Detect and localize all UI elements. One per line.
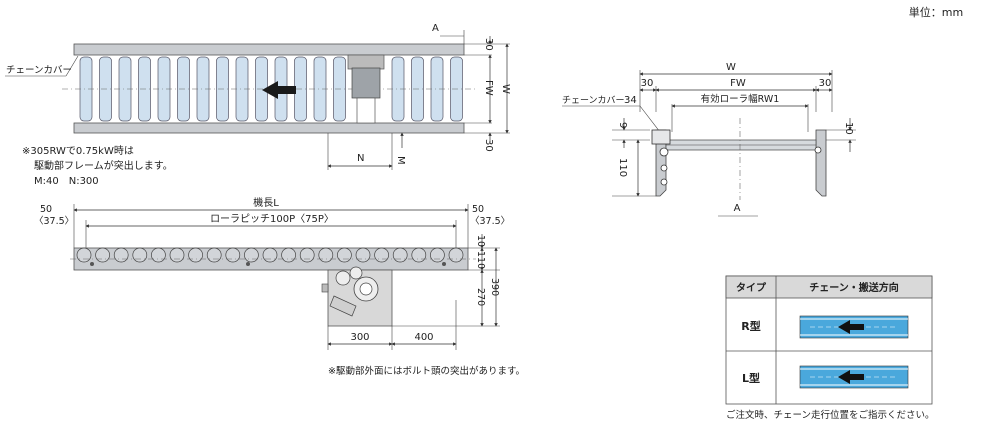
side-roller	[411, 247, 427, 263]
dim-fw: FW	[483, 80, 494, 96]
note-line-3: M:40 N:300	[34, 176, 99, 187]
dim-37-5-left: 〈37.5〉	[34, 216, 74, 227]
side-drive-unit	[321, 266, 393, 327]
section-dim-w: W	[726, 62, 736, 73]
dim-n: N	[357, 153, 364, 164]
dim-37-5-right: 〈37.5〉	[470, 216, 510, 227]
dim-50-right: 50	[472, 204, 484, 215]
side-dim-300: 300	[350, 332, 369, 343]
dim-34: 34	[624, 95, 637, 106]
side-note: ※駆動部外面にはボルト頭の突出があります。	[328, 365, 525, 377]
effective-roller-width-label: 有効ローラ幅RW1	[701, 93, 780, 105]
legend-l-arrow	[838, 370, 864, 384]
side-roller	[113, 247, 129, 263]
side-roller	[299, 247, 315, 263]
section-dim-110: 110	[617, 158, 628, 177]
side-dim-10: 10	[475, 235, 486, 247]
side-roller	[225, 247, 241, 263]
side-bolts	[90, 262, 446, 266]
section-dim-fw: FW	[730, 78, 746, 89]
section-chain-cover-label: チェーンカバー	[562, 95, 625, 106]
pitch-label: ローラピッチ100P〈75P〉	[210, 213, 334, 225]
section-dim-10: 10	[843, 122, 854, 135]
dim-30-bottom: 30	[483, 139, 494, 152]
dim-a-label: A	[432, 23, 439, 34]
side-roller	[169, 247, 185, 263]
side-dim-400: 400	[414, 332, 433, 343]
side-roller	[318, 247, 334, 263]
side-dim-270: 270	[475, 288, 486, 306]
side-roller	[337, 247, 352, 263]
side-roller-group	[76, 247, 464, 263]
legend-row-l-label: L型	[742, 371, 760, 385]
top-frame-rail	[73, 43, 465, 56]
chain-cover-label: チェーンカバー	[6, 65, 72, 76]
side-roller	[392, 247, 408, 263]
dim-w: W	[500, 84, 511, 94]
section-a-label: A	[734, 203, 741, 214]
note-line-2: 駆動部フレームが突出します。	[34, 159, 173, 172]
side-view: 機長L ローラピッチ100P〈75P〉 50 〈37.5〉 50 〈37.5〉	[34, 196, 525, 377]
legend-footnote: ご注文時、チェーン走行位置をご指示ください。	[726, 409, 935, 421]
section-dim-30-right: 30	[819, 78, 832, 89]
legend-row-r-label: R型	[741, 319, 760, 333]
note-line-1: ※305RWで0.75kW時は	[22, 145, 134, 157]
side-roller	[448, 247, 464, 263]
top-view: チェーンカバー A 30 FW 30 W N M ※305RWで0.75kW時は…	[5, 23, 511, 187]
side-roller	[374, 247, 389, 263]
bottom-frame-rail	[73, 122, 465, 134]
legend-table: タイプ チェーン・搬送方向 R型 L型 ご注文時、チェーン走行位置をご指示くださ…	[725, 275, 935, 421]
side-roller	[430, 247, 445, 263]
legend-header-type: タイプ	[736, 281, 767, 294]
side-roller	[281, 247, 296, 263]
side-dim-390: 390	[489, 278, 500, 296]
dim-50-left: 50	[40, 204, 52, 215]
side-roller	[355, 247, 371, 263]
section-view: W 30 FW 30 有効ローラ幅RW1 チェーンカバー 34	[562, 62, 856, 217]
side-roller	[206, 247, 222, 263]
side-roller	[262, 247, 278, 263]
side-roller	[95, 247, 110, 263]
side-roller	[151, 247, 166, 263]
legend-r-belt	[799, 315, 909, 339]
legend-header-direction: チェーン・搬送方向	[809, 281, 899, 294]
dim-30-top: 30	[483, 38, 494, 51]
section-dim-30-left: 30	[641, 78, 654, 89]
unit-label: 単位：mm	[909, 5, 963, 19]
side-roller	[132, 247, 148, 263]
side-dim-110: 110	[475, 251, 486, 269]
conveyor-cross-section	[651, 118, 827, 200]
side-roller	[244, 247, 259, 263]
side-roller	[188, 247, 203, 263]
drive-unit	[347, 54, 385, 124]
side-roller	[76, 247, 92, 263]
dim-m: M	[395, 156, 406, 165]
length-label: 機長L	[253, 196, 279, 209]
legend-r-arrow	[838, 320, 864, 334]
conveying-direction-arrow	[262, 81, 296, 99]
section-dim-9: 9	[617, 122, 628, 128]
legend-l-belt	[799, 365, 909, 389]
